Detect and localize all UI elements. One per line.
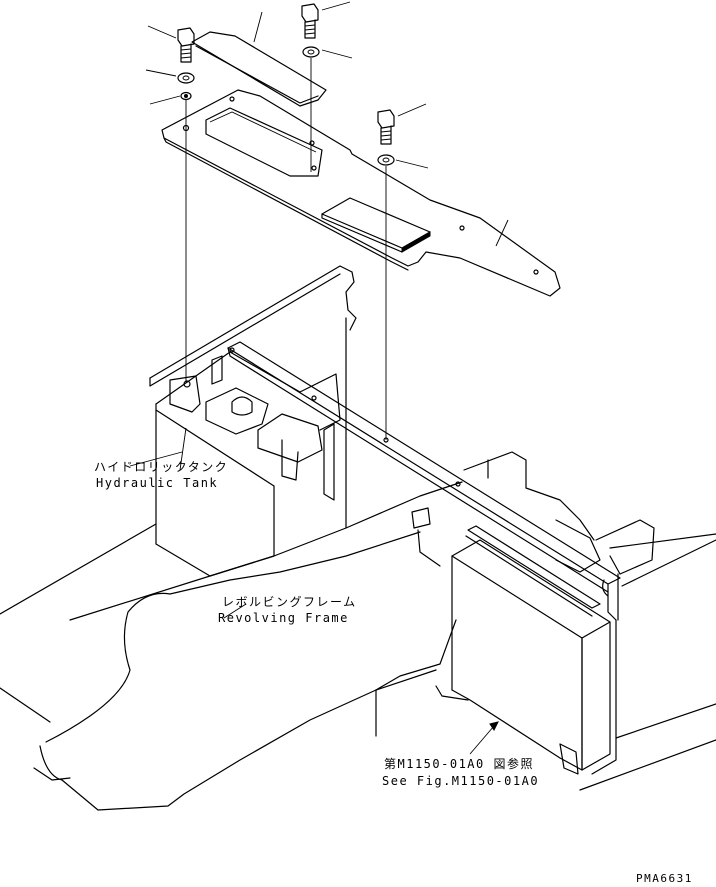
drawing-code: PMA6631 [636, 872, 693, 885]
bracket-box [411, 507, 617, 775]
see-figure-label-en: See Fig.M1150-01A0 [382, 774, 540, 788]
revolving-frame-label-jp: レボルビングフレーム [222, 595, 357, 609]
hydraulic-tank-label-jp: ハイドロリックタンク [94, 460, 229, 474]
revolving-frame-label-en: Revolving Frame [218, 611, 349, 625]
frame-rail [149, 265, 357, 529]
bolt-2 [301, 1, 351, 39]
right-machinery [463, 451, 716, 621]
assembly-lines [185, 58, 387, 440]
leader-lines [129, 427, 499, 755]
lock-washer-1 [149, 91, 192, 105]
beam [227, 341, 621, 593]
hydraulic-tank-label-en: Hydraulic Tank [96, 476, 219, 490]
washer-1 [145, 69, 195, 84]
washer-3 [377, 154, 429, 169]
bolt-1 [147, 25, 195, 63]
washer-2 [302, 46, 353, 59]
bolt-3 [377, 103, 427, 145]
small-cover-plate [191, 11, 327, 107]
revolving-frame [0, 481, 716, 811]
main-cover-plate [161, 89, 561, 297]
see-figure-label-jp: 第M1150-01A0 図参照 [384, 757, 534, 771]
